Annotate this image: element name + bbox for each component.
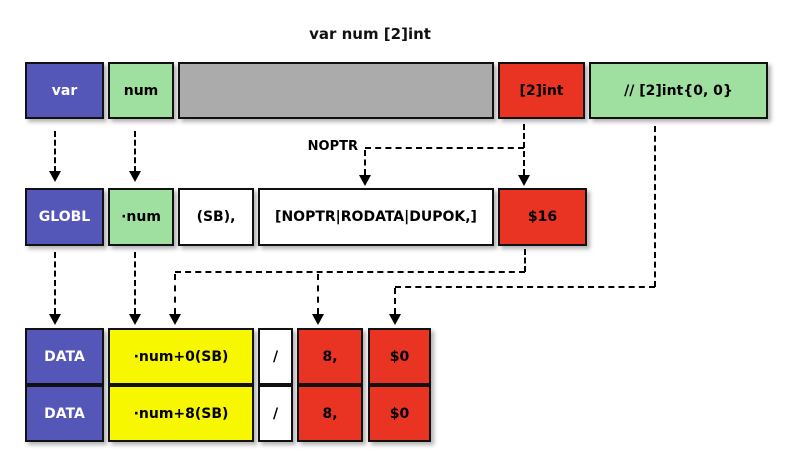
node-var-name: num [108, 62, 174, 119]
connector-size-horizontal-line [175, 271, 525, 273]
node-globl-size: $16 [498, 188, 587, 246]
node-data1-directive: DATA [25, 328, 104, 385]
connector-size-to-symbol-drop [174, 274, 176, 314]
node-data1-separator: / [258, 328, 293, 385]
connector-var-to-globl-line [54, 131, 56, 172]
node-data1-value: $0 [368, 328, 431, 385]
connector-type-to-size-line [523, 124, 525, 175]
arrowhead-noptr-to-flags [359, 175, 371, 186]
node-data2-directive: DATA [25, 385, 104, 442]
node-data1-symbol: ·num+0(SB) [108, 328, 254, 385]
node-data2-size: 8, [297, 385, 363, 442]
node-data2-value: $0 [368, 385, 431, 442]
connector-symbol-to-data-symbol-line [134, 252, 136, 314]
node-globl-sb: (SB), [178, 188, 254, 246]
connector-comment-to-value-drop [394, 288, 396, 314]
connector-noptr-drop-line [364, 150, 366, 175]
node-data2-separator: / [258, 385, 293, 442]
node-comment: // [2]int{0, 0} [589, 62, 768, 119]
connector-comment-horizontal-line [395, 286, 655, 288]
noptr-flag-label: NOPTR [307, 139, 358, 154]
node-var-keyword: var [25, 62, 104, 119]
connector-noptr-branch-line [365, 147, 524, 149]
node-data1-size: 8, [297, 328, 363, 385]
arrowhead-var-to-globl [49, 171, 61, 182]
node-var-type: [2]int [498, 62, 585, 119]
arrowhead-size-to-data-symbol [169, 314, 181, 325]
connector-size-drop-line [524, 249, 526, 272]
connector-size-to-eight-drop [317, 274, 319, 314]
arrowhead-size-to-data-size [312, 314, 324, 325]
arrowhead-globl-to-data [49, 314, 61, 325]
diagram-title: var num [2]int [309, 25, 431, 43]
connector-globl-to-data-line [54, 252, 56, 314]
node-globl-symbol: ·num [108, 188, 174, 246]
arrowhead-symbol-to-data-symbol [129, 314, 141, 325]
node-globl-flags: [NOPTR|RODATA|DUPOK,] [258, 188, 494, 246]
node-padding-block [178, 62, 494, 119]
connector-comment-drop-line [654, 126, 656, 287]
node-data2-symbol: ·num+8(SB) [108, 385, 254, 442]
arrowhead-comment-to-data-value [389, 314, 401, 325]
arrowhead-type-to-size [518, 175, 530, 186]
arrowhead-num-to-symbol [129, 171, 141, 182]
node-globl-directive: GLOBL [25, 188, 104, 246]
connector-num-to-symbol-line [134, 131, 136, 172]
